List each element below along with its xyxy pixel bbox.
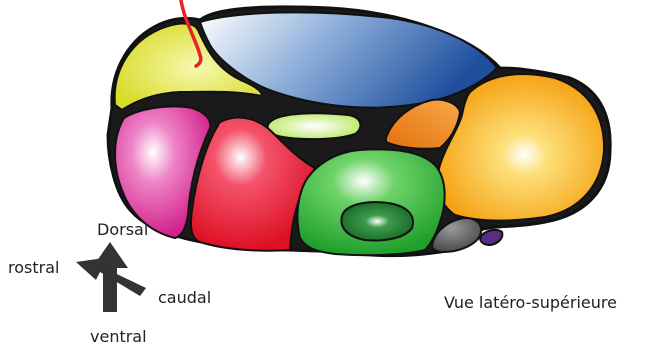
dark-green-nucleus — [341, 202, 413, 240]
caudal-label: caudal — [158, 288, 211, 307]
dorsal-label: Dorsal — [97, 220, 148, 239]
view-caption: Vue latéro-supérieure — [444, 293, 617, 312]
rostral-label: rostral — [8, 258, 59, 277]
ventral-label: ventral — [90, 327, 147, 346]
light-green-region — [268, 113, 361, 139]
orientation-compass — [76, 242, 146, 312]
purple-region — [480, 230, 502, 245]
